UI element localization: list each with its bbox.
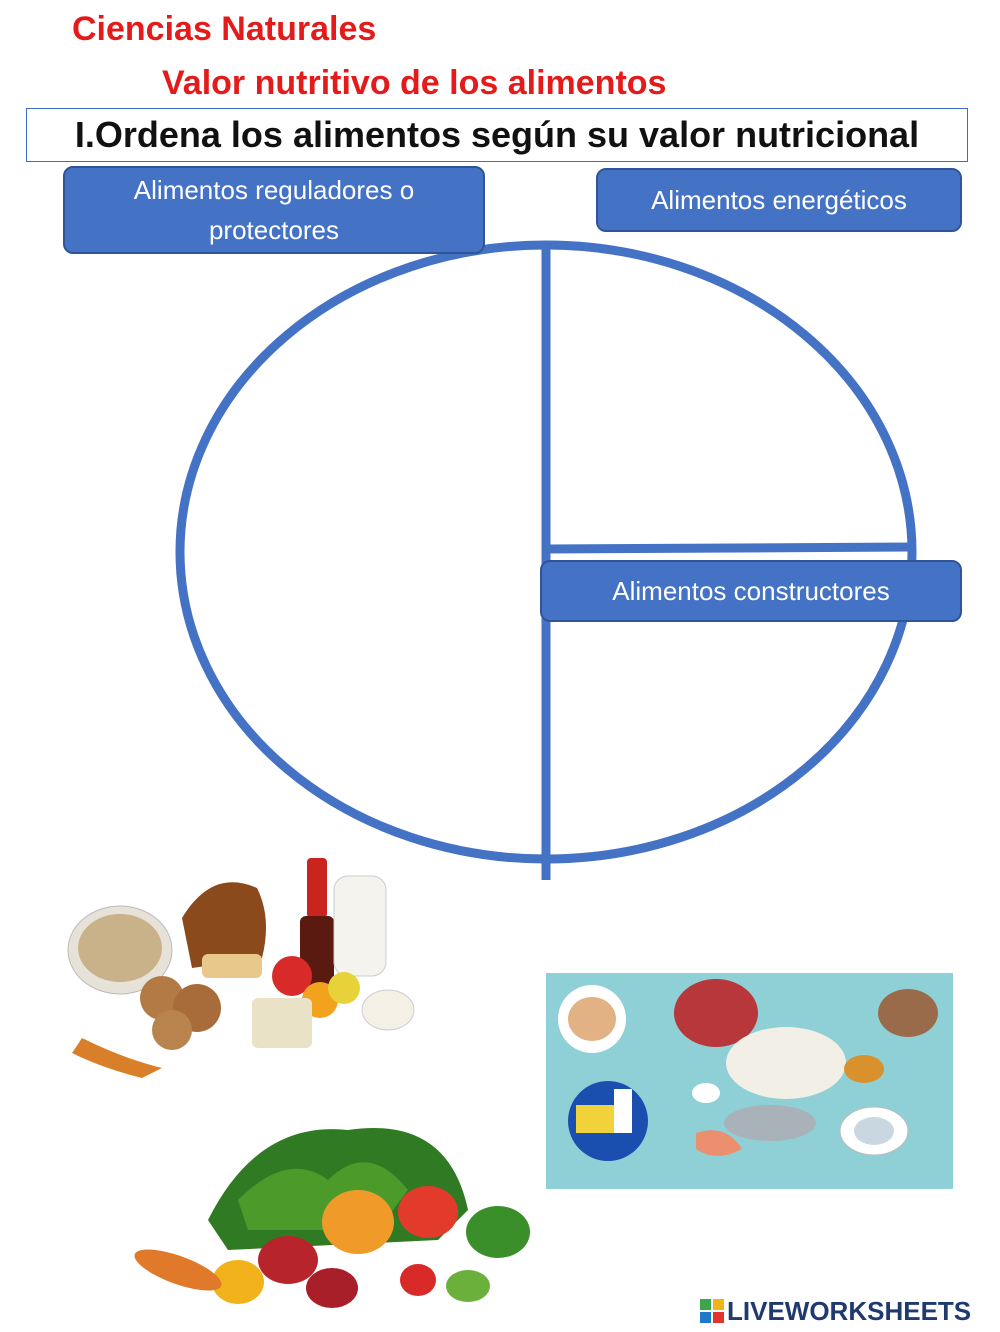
brand-text: LIVEWORKSHEETS bbox=[727, 1296, 972, 1326]
builders-drop-target[interactable]: Alimentos constructores bbox=[540, 560, 962, 622]
subject-title: Ciencias Naturales bbox=[72, 10, 377, 48]
liveworksheets-logo-icon bbox=[700, 1299, 724, 1324]
liveworksheets-brand: LIVEWORKSHEETS bbox=[700, 1296, 971, 1327]
builder-foods-image[interactable] bbox=[546, 973, 953, 1189]
energy-foods-image[interactable] bbox=[62, 858, 442, 1080]
plate-horizontal-divider bbox=[545, 542, 913, 554]
topic-title: Valor nutritivo de los alimentos bbox=[162, 64, 667, 102]
instruction-box: I.Ordena los alimentos según su valor nu… bbox=[26, 108, 968, 162]
vegetables-fruits-image[interactable] bbox=[118, 1110, 538, 1315]
regulators-drop-target[interactable]: Alimentos reguladores o protectores bbox=[63, 166, 485, 254]
energy-drop-target[interactable]: Alimentos energéticos bbox=[596, 168, 962, 232]
